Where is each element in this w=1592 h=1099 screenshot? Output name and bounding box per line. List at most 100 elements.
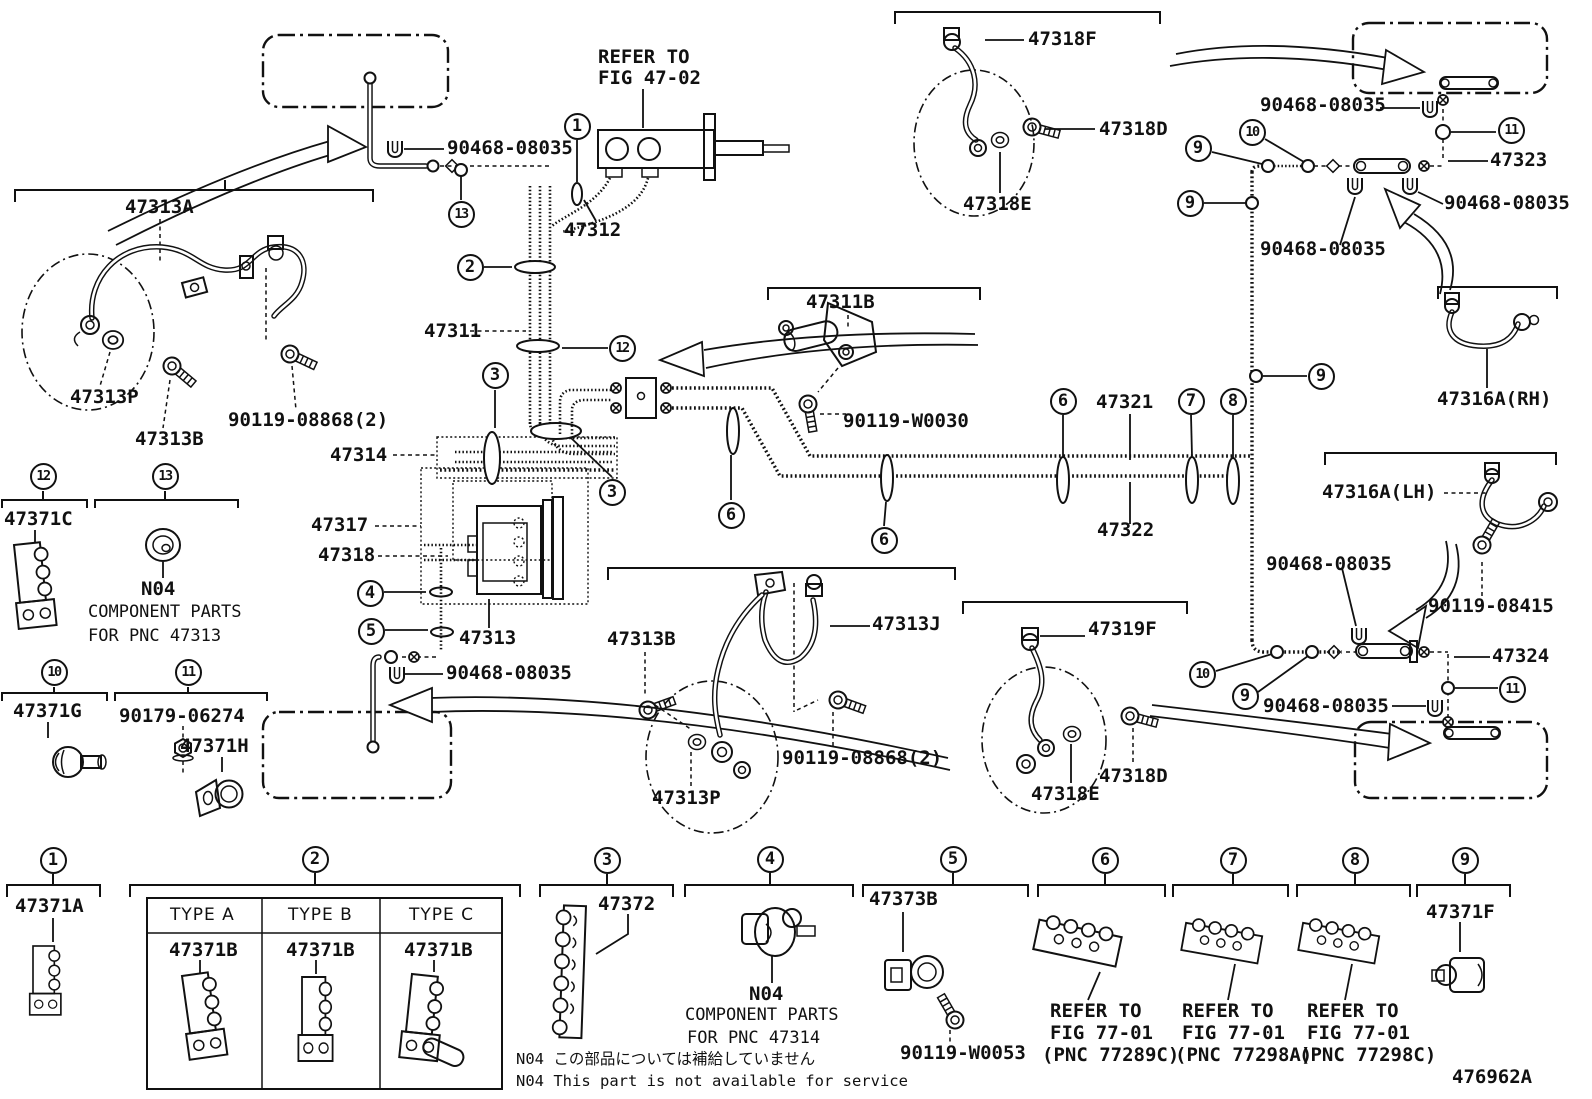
- part-label: TYPE C: [409, 905, 475, 925]
- figure-code: 476962A: [1452, 1066, 1533, 1088]
- part-label: 47311B: [806, 291, 875, 313]
- callout-number-11: 11: [1497, 116, 1525, 144]
- callout-number-1: 1: [563, 112, 591, 140]
- hose-47319F: [981, 627, 1161, 814]
- callout-number-6: 6: [1091, 846, 1119, 874]
- callout-number-9: 9: [1451, 846, 1479, 874]
- part-label: 47372: [598, 893, 656, 915]
- part-label: 47318D: [1099, 118, 1168, 140]
- part-label: 90468-08035: [1260, 238, 1386, 260]
- part-label: 47317: [311, 514, 369, 536]
- group-brackets: [1, 11, 1558, 897]
- callout-number-7: 7: [1177, 387, 1205, 415]
- hose-47316A-RH: [1444, 292, 1540, 388]
- callout-number-13: 13: [151, 462, 179, 490]
- part-label: 90468-08035: [446, 662, 572, 684]
- callout-number-12: 12: [608, 334, 636, 362]
- part-label: 90119-08868(2): [228, 409, 389, 431]
- part-label: TYPE B: [288, 905, 353, 925]
- callout-number-7: 7: [1219, 846, 1247, 874]
- callout-number-10: 10: [1238, 118, 1266, 146]
- part-label: COMPONENT PARTS: [685, 1005, 839, 1025]
- part-label: FIG 47-02: [598, 67, 701, 89]
- legend-left-column: [9, 528, 244, 817]
- part-label: 90119-08415: [1428, 595, 1554, 617]
- direction-arrows: [107, 45, 1460, 771]
- legend-bottom-strip: [28, 897, 1485, 1090]
- part-label: 47322: [1097, 519, 1155, 541]
- part-label: FOR PNC 47314: [687, 1028, 821, 1048]
- part-label: 90119-W0053: [900, 1042, 1026, 1064]
- part-label: 90468-08035: [447, 137, 573, 159]
- part-label: 47313J: [872, 613, 941, 635]
- callout-number-11: 11: [1498, 675, 1526, 703]
- part-label: 47373B: [869, 888, 938, 910]
- part-label: 47313A: [125, 196, 194, 218]
- part-label: FIG 77-01: [1182, 1022, 1285, 1044]
- part-label: 47318E: [1031, 783, 1100, 805]
- junction-and-main-run: [558, 172, 1307, 640]
- part-label: 47313P: [70, 386, 139, 408]
- callout-number-9: 9: [1176, 189, 1204, 217]
- part-label: 47318E: [963, 193, 1032, 215]
- note-japanese: N04 この部品については補給していません: [516, 1050, 816, 1068]
- callout-number-11: 11: [174, 658, 202, 686]
- part-label: 90119-W0030: [843, 410, 969, 432]
- part-label: 47371B: [286, 939, 355, 961]
- callout-number-5: 5: [357, 617, 385, 645]
- part-label: N04: [141, 578, 176, 600]
- part-label: (PNC 77298A): [1175, 1044, 1313, 1066]
- part-label: 90468-08035: [1266, 553, 1392, 575]
- callout-number-6: 6: [717, 501, 745, 529]
- part-label: 47318D: [1099, 765, 1168, 787]
- part-label: 47371B: [169, 939, 238, 961]
- frame-pipe-top-left: [363, 71, 550, 200]
- part-label: 47318F: [1028, 28, 1097, 50]
- callout-number-3: 3: [598, 478, 626, 506]
- part-label: 47371F: [1426, 901, 1495, 923]
- part-label: 90468-08035: [1260, 94, 1386, 116]
- clip-pnc47314: [741, 907, 816, 957]
- part-label: 47313: [459, 627, 517, 649]
- part-label: 90119-08868(2): [782, 747, 943, 769]
- rear-tube-bottom-right: [1215, 562, 1498, 728]
- part-label: FIG 77-01: [1050, 1022, 1153, 1044]
- clamp-47373B: [884, 955, 944, 991]
- part-label: 47313B: [135, 428, 204, 450]
- part-label: 47313B: [607, 628, 676, 650]
- part-label: 47371C: [4, 508, 73, 530]
- callout-number-9: 9: [1231, 682, 1259, 710]
- callout-number-4: 4: [756, 845, 784, 873]
- part-label: 47319F: [1088, 618, 1157, 640]
- part-label: 47316A(RH): [1437, 388, 1552, 410]
- note-english: N04 This part is not available for servi…: [516, 1072, 908, 1090]
- hose-47318F-top: [913, 27, 1095, 217]
- callout-number-12: 12: [29, 462, 57, 490]
- part-label: 47312: [564, 219, 622, 241]
- master-cylinder: [597, 89, 790, 181]
- part-label: FIG 77-01: [1307, 1022, 1410, 1044]
- part-label: 47371A: [15, 895, 84, 917]
- part-label: 47311: [424, 320, 482, 342]
- bracket-47311B: [778, 301, 878, 435]
- callout-number-8: 8: [1341, 846, 1369, 874]
- part-label: FOR PNC 47313: [88, 626, 222, 646]
- callout-number-3: 3: [481, 361, 509, 389]
- part-label: 47316A(LH): [1322, 481, 1437, 503]
- part-label: REFER TO: [1050, 1000, 1142, 1022]
- callout-number-5: 5: [939, 845, 967, 873]
- part-label: 47371G: [13, 700, 82, 722]
- part-label: N04: [749, 983, 784, 1005]
- part-label: 47323: [1490, 149, 1548, 171]
- part-label: 90468-08035: [1444, 192, 1570, 214]
- part-label: 47371H: [180, 735, 249, 757]
- brake-actuator-cluster: [366, 390, 618, 754]
- part-label: 47321: [1096, 391, 1154, 413]
- part-label: 47324: [1492, 645, 1550, 667]
- rear-tube-top-right: [1211, 94, 1496, 246]
- part-label: REFER TO: [1307, 1000, 1399, 1022]
- callout-number-8: 8: [1219, 387, 1247, 415]
- callout-number-4: 4: [356, 579, 384, 607]
- callout-number-1: 1: [39, 846, 67, 874]
